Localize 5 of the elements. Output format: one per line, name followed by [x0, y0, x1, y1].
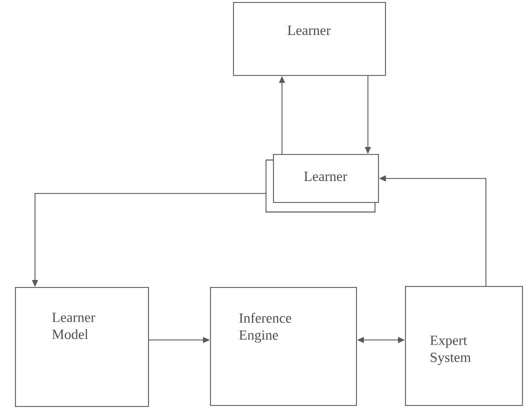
- box: Learner: [233, 2, 386, 76]
- box: Inference Engine: [210, 286, 357, 406]
- box: Expert System: [405, 286, 523, 406]
- box: Learner Model: [15, 286, 149, 407]
- double-box: Learner: [266, 154, 379, 212]
